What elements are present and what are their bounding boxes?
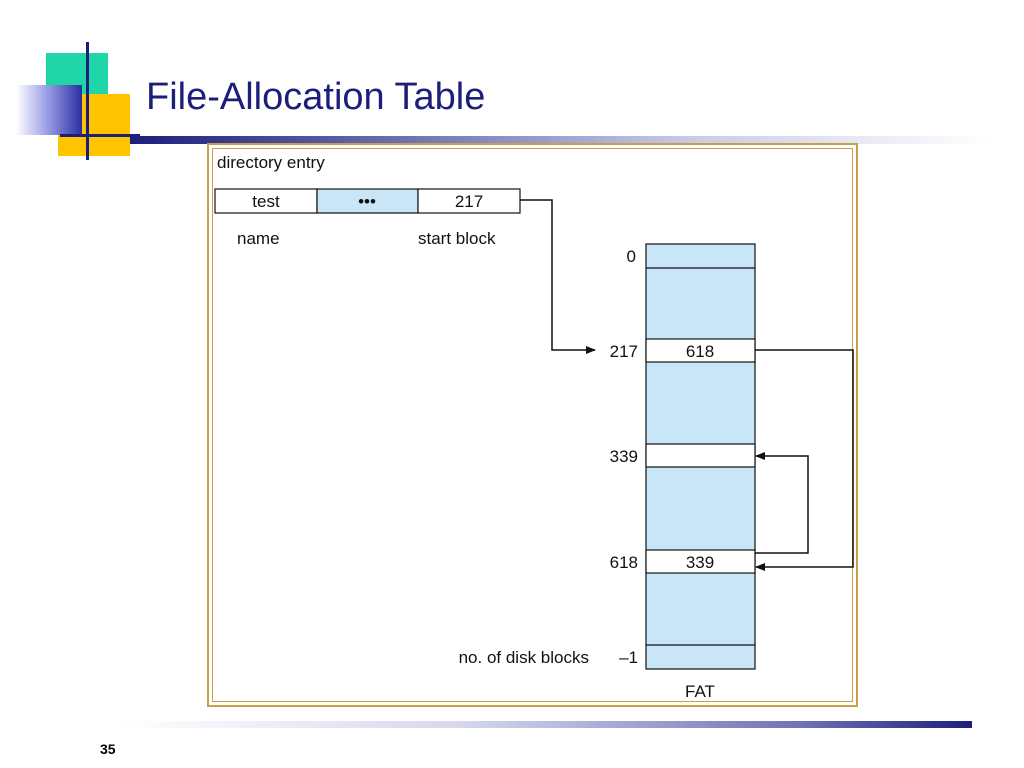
dir-field-dots-text: ••• [358, 192, 376, 211]
fat-row-618 [645, 549, 756, 574]
fat-index-618: 618 [610, 553, 638, 572]
chain-arrow-217-to-618 [755, 349, 854, 571]
fat-index-217: 217 [610, 342, 638, 361]
dir-field-start [417, 188, 521, 214]
dir-label-start: start block [418, 229, 496, 248]
fat-value-217: 618 [686, 342, 714, 361]
fat-index-last: –1 [619, 648, 638, 667]
fat-value-618: 339 [686, 553, 714, 572]
fat-side-label: no. of disk blocks [459, 648, 589, 667]
logo-blue-square [16, 85, 82, 135]
dir-field-start-text: 217 [455, 192, 483, 211]
title-rule [130, 136, 990, 144]
fat-index-0: 0 [627, 247, 636, 266]
dir-label-name: name [237, 229, 280, 248]
dir-field-dots [316, 188, 419, 214]
directory-heading: directory entry [217, 153, 325, 172]
dir-field-name-text: test [252, 192, 280, 211]
chain-arrow-618-to-339 [755, 452, 809, 554]
start-block-arrow [520, 199, 596, 354]
page-number: 35 [100, 741, 116, 757]
dir-field-name [214, 188, 318, 214]
fat-row-339 [645, 443, 756, 468]
fat-caption: FAT [685, 682, 715, 701]
logo-horizontal-line [60, 134, 140, 137]
footer-rule [120, 721, 972, 728]
fat-index-339: 339 [610, 447, 638, 466]
slide-title: File-Allocation Table [146, 76, 486, 118]
logo-vertical-line [86, 42, 89, 160]
